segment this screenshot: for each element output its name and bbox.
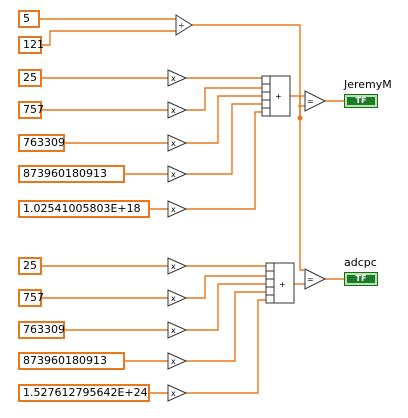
svg-text:x: x — [171, 326, 176, 335]
convert-node[interactable]: x — [167, 165, 188, 183]
svg-text:+: + — [279, 280, 286, 289]
convert-node[interactable]: x — [167, 321, 188, 339]
boolean-indicator[interactable]: TF — [344, 272, 378, 286]
convert-node[interactable]: x — [167, 289, 188, 307]
constant-group1-2[interactable]: 757 — [18, 101, 44, 119]
convert-node[interactable]: x — [167, 134, 188, 152]
svg-text:x: x — [171, 294, 176, 303]
equal-node[interactable]: = — [304, 268, 327, 290]
svg-text:x: x — [171, 170, 176, 179]
svg-text:x: x — [171, 205, 176, 214]
svg-text:+: + — [275, 92, 282, 101]
svg-text:÷: ÷ — [178, 21, 185, 30]
convert-node[interactable]: x — [167, 257, 188, 275]
convert-node[interactable]: x — [167, 352, 188, 370]
wire-junction — [297, 115, 303, 121]
indicator-label: adcpc — [344, 256, 377, 269]
constant-group1-4[interactable]: 873960180913 — [18, 165, 125, 183]
indicator-text: TF — [347, 97, 375, 105]
divide-node[interactable]: ÷ — [175, 14, 193, 36]
constant-top-b[interactable]: 121 — [18, 36, 44, 54]
svg-text:x: x — [171, 74, 176, 83]
wire-group-1 — [42, 77, 344, 210]
indicator-label: JeremyM — [344, 78, 392, 91]
convert-node[interactable]: x — [167, 200, 188, 218]
constant-group1-3[interactable]: 763309 — [18, 134, 65, 152]
svg-text:=: = — [307, 275, 314, 284]
constant-group2-1[interactable]: 25 — [18, 257, 42, 275]
wire-group-top — [40, 18, 304, 271]
constant-group2-5[interactable]: 1.527612795642E+24 — [18, 384, 150, 402]
svg-text:x: x — [171, 389, 176, 398]
svg-text:x: x — [171, 106, 176, 115]
convert-node[interactable]: x — [167, 69, 188, 87]
constant-group2-3[interactable]: 763309 — [18, 321, 65, 339]
svg-text:x: x — [171, 139, 176, 148]
boolean-indicator[interactable]: TF — [344, 94, 378, 108]
constant-top-a[interactable]: 5 — [18, 10, 40, 28]
wire-group-2 — [42, 265, 344, 394]
constant-group1-1[interactable]: 25 — [18, 69, 42, 87]
compound-add-node[interactable]: + — [265, 262, 295, 304]
constant-group2-2[interactable]: 757 — [18, 289, 44, 307]
convert-node[interactable]: x — [167, 384, 188, 402]
svg-text:=: = — [307, 97, 314, 106]
compound-add-node[interactable]: + — [261, 75, 291, 117]
indicator-text: TF — [347, 275, 375, 283]
constant-group2-4[interactable]: 873960180913 — [18, 352, 125, 370]
convert-node[interactable]: x — [167, 101, 188, 119]
svg-text:x: x — [171, 357, 176, 366]
constant-group1-5[interactable]: 1.02541005803E+18 — [18, 200, 150, 218]
svg-text:x: x — [171, 262, 176, 271]
equal-node[interactable]: = — [304, 90, 327, 112]
